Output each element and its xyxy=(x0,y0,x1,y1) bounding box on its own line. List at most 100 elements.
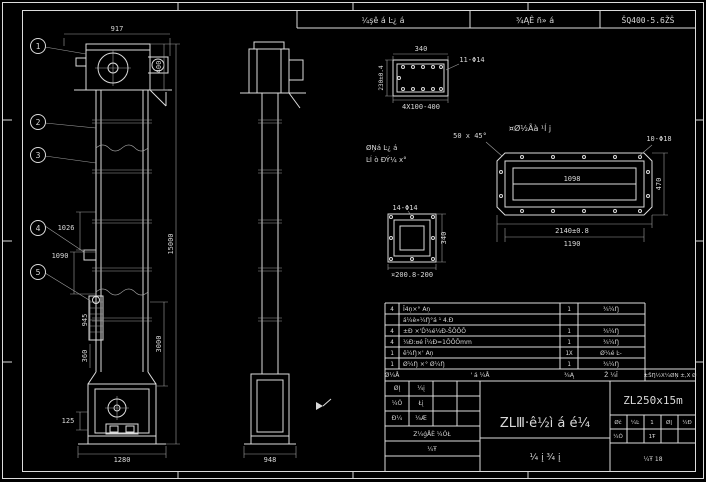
bolt-hole xyxy=(397,76,401,80)
front-view-outline xyxy=(74,43,172,445)
holes-note-14: 14-Φ14 xyxy=(392,204,417,212)
bolt-hole xyxy=(410,257,414,261)
square-flange-holes xyxy=(389,215,435,261)
bom-row-name: Ĭ4ņ×° Aņ xyxy=(402,306,430,313)
bolt-hole xyxy=(520,209,524,213)
tb-cell: ¼Ó xyxy=(392,400,403,407)
bom-row-no: 4 xyxy=(390,339,394,346)
dim-230: 230±0.4 xyxy=(378,65,385,91)
bolt-hole xyxy=(613,209,617,213)
boot-pulley xyxy=(107,398,127,418)
header-cell-3: ŠQ400-5.6ŽŠ xyxy=(622,14,675,25)
tb-cell: ¼į xyxy=(417,385,425,392)
bolt-hole xyxy=(551,209,555,213)
bolt-hole xyxy=(551,155,555,159)
side-view-flanges xyxy=(243,119,297,458)
tb-grid-cell: 1 xyxy=(650,420,654,426)
drawing-subtitle: ¼ į ¾ į xyxy=(529,453,561,463)
tb-cell-wide: Z¼ģÅÈ ¼ÓŁ xyxy=(413,430,451,438)
dim-1090: 1090 xyxy=(52,252,69,260)
weld-note-line1: ØŅá Ŀ¿ á xyxy=(366,144,397,153)
sheet-number: ¼Ŧ 18 xyxy=(643,456,662,463)
head-pulley-hub xyxy=(107,62,119,74)
head-pulley xyxy=(97,52,129,84)
balloon-callouts: 1 2 3 4 5 xyxy=(30,38,97,301)
detail-square-flange: 14-Φ14 ¤200.8-200 340 xyxy=(387,204,448,279)
bom-row-no: 4 xyxy=(390,328,394,335)
bolt-hole xyxy=(389,236,393,240)
bom-row-qty: 1X xyxy=(565,350,573,357)
surface-mark-tail xyxy=(322,398,332,407)
balloon-5 xyxy=(30,264,46,280)
bom-row-name: ¼Ð:¤é Ĭ¼Ð=1ŌŌŌmm xyxy=(403,339,472,346)
bom-col-qty: ¾Ą xyxy=(564,372,575,379)
bolt-hole xyxy=(499,170,503,174)
balloon-1 xyxy=(30,38,46,54)
notes: 50 x 45° ØŅá Ŀ¿ á ĿÍ ò ÐÝ¼ x° xyxy=(366,132,503,164)
balloon-5-label: 5 xyxy=(36,268,41,277)
bolt-hole xyxy=(582,209,586,213)
bolt-hole xyxy=(646,194,650,198)
bom-row-no: 1 xyxy=(390,361,394,368)
model-number: ZL250x15m xyxy=(623,394,683,407)
title-block: ØĮ ¼į ¼Ó Łį Đ¼ ¼Æ Z¼ģÅÈ ¼ÓŁ ¼Ŧ ZLⅢ·ê½ì á… xyxy=(385,381,696,472)
bolt-hole xyxy=(431,87,435,91)
bom-row-name: Ø¼Ŋ ×° Ø¼Ŋ xyxy=(403,361,445,368)
surface-mark xyxy=(316,398,332,410)
bolt-hole xyxy=(582,155,586,159)
bom-row-name: ê¼Ŋ×' Aņ xyxy=(403,350,434,357)
chain-roller xyxy=(92,296,100,304)
dim-400: 400 xyxy=(155,61,163,74)
tb-grid-cell: ØĮ xyxy=(666,419,672,426)
bom-row-qty: 1 xyxy=(567,328,571,335)
bolt-hole xyxy=(431,257,435,261)
bolt-hole xyxy=(646,170,650,174)
bolt-hole xyxy=(401,65,405,69)
bom-col-name: ' á ¼Å xyxy=(470,372,490,379)
tb-grid-cell: ¼Đ xyxy=(682,420,692,426)
boot-pulley-hub xyxy=(113,404,121,412)
bom-row-mat: ¾¼Ŋ xyxy=(603,361,619,368)
bom-table: 4 Ĭ4ņ×° Aņ 1 ¾¼Ŋ á¼è»¼Ŋ°á ¹ 4.Đ 4 ±Ð ×'Ď… xyxy=(384,302,697,472)
bolt-hole xyxy=(439,87,443,91)
dim-200: ¤200.8-200 xyxy=(391,271,433,279)
tb-grid-cell: Øč xyxy=(614,419,621,426)
flange-plate-outline xyxy=(392,59,449,97)
bom-row-qty: 1 xyxy=(567,339,571,346)
bolt-hole xyxy=(411,65,415,69)
dim-125: 125 xyxy=(62,417,75,425)
bom-col-no: Ø¼Å xyxy=(385,372,401,379)
tb-grid-cell: ¼Ó xyxy=(613,433,623,440)
dim-1098: 1098 xyxy=(564,175,581,183)
dim-3000: 3000 xyxy=(155,336,163,353)
dim-4x100: 4X100-400 xyxy=(402,103,440,111)
bolt-hole xyxy=(431,236,435,240)
balloon-3 xyxy=(30,147,46,163)
chamfer-leader xyxy=(485,141,503,157)
dim-948: 948 xyxy=(264,456,277,464)
bom-row-no: 1 xyxy=(390,350,394,357)
detail-casing-panel: ¤Ø½Ãà ¹ĺ j 10-Φ18 1098 2140±0.8 1190 470 xyxy=(496,122,672,248)
dim-470: 470 xyxy=(655,178,663,191)
bom-row-qty: 1 xyxy=(567,361,571,368)
bom-row-qty: 1 xyxy=(567,306,571,313)
bom-grid xyxy=(384,302,696,472)
bom-row-mat: Ø¼é Ŀ- xyxy=(600,350,622,357)
tb-cell: Łį xyxy=(417,400,423,407)
bolt-hole xyxy=(431,215,435,219)
bom-row-mat: ¾¼Ŋ xyxy=(603,339,619,346)
bolt-hole xyxy=(410,215,414,219)
dim-1280: 1280 xyxy=(114,456,131,464)
tb-cell: ØĮ xyxy=(394,385,401,392)
holes-note-10: 10-Φ18 xyxy=(646,135,671,143)
dim-340-top: 340 xyxy=(415,45,428,53)
drawing-title: ZLⅢ·ê½ì á é¼ xyxy=(500,416,591,431)
flange-plate-dim-lines xyxy=(385,53,460,103)
front-view: 917 15000 3000 400 1026 1090 945 360 125… xyxy=(30,25,180,464)
bolt-hole xyxy=(421,87,425,91)
bolt-hole xyxy=(520,155,524,159)
bolt-hole xyxy=(389,257,393,261)
balloon-1-label: 1 xyxy=(36,42,41,51)
header-cell-1: ¼şê á Ŀ¿ á xyxy=(362,15,405,25)
